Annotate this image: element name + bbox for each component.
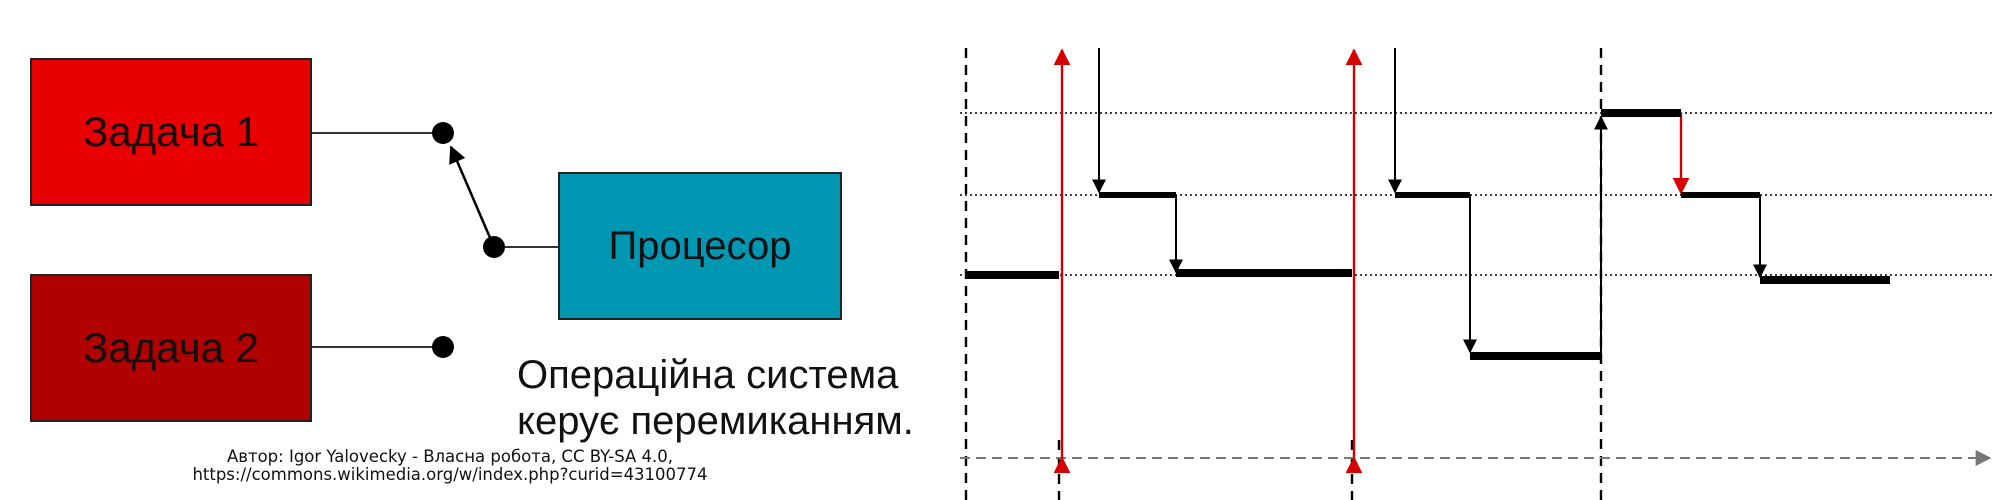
task-1-contact bbox=[432, 122, 454, 144]
task-2-contact bbox=[432, 336, 454, 358]
os-caption: Операційна система керує перемиканням. bbox=[517, 352, 947, 444]
switch-lever-arrow bbox=[449, 145, 496, 248]
credit-line-2: https://commons.wikimedia.org/w/index.ph… bbox=[192, 465, 708, 484]
processor-box: Процесор bbox=[558, 172, 842, 320]
timing-diagram bbox=[960, 48, 1995, 500]
task-1-box: Задача 1 bbox=[30, 58, 312, 206]
task-1-label: Задача 1 bbox=[83, 108, 259, 155]
os-caption-line-2: керує перемиканням. bbox=[517, 399, 914, 443]
os-caption-line-1: Операційна система bbox=[517, 353, 899, 397]
switch-wiring bbox=[312, 122, 558, 358]
attribution-credit: Автор: Igor Yalovecky - Власна робота, C… bbox=[130, 448, 770, 484]
processor-label: Процесор bbox=[608, 223, 792, 268]
task-2-box: Задача 2 bbox=[30, 274, 312, 422]
task-2-label: Задача 2 bbox=[83, 324, 259, 371]
credit-line-1: Автор: Igor Yalovecky - Власна робота, C… bbox=[226, 447, 674, 466]
